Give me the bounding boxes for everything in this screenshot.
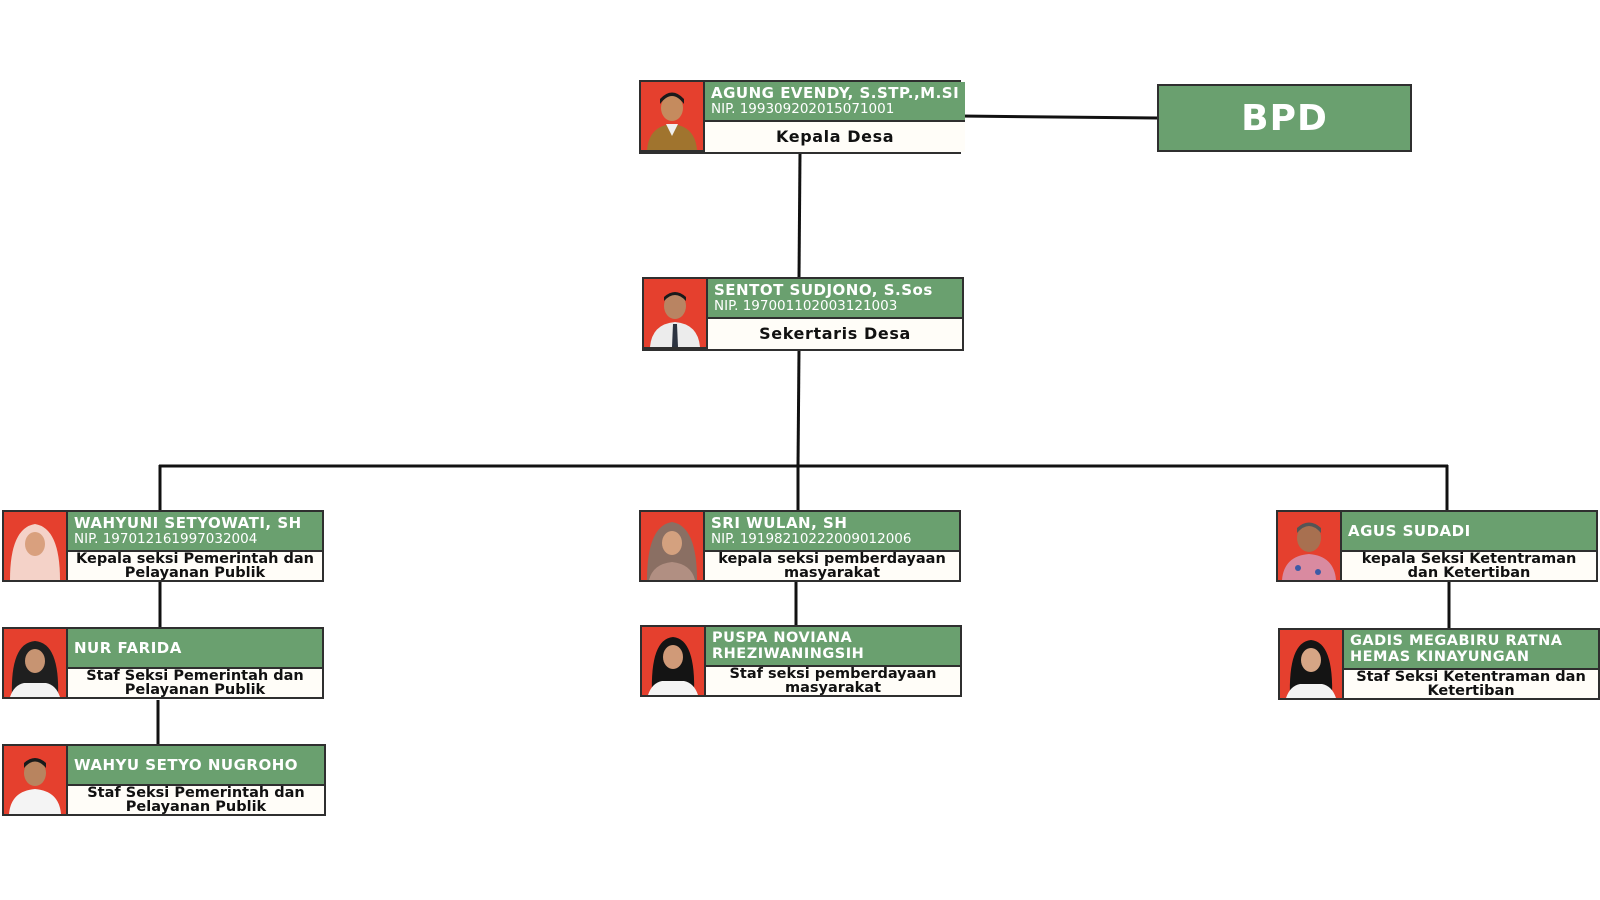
staf-pemerintah-2-name: WAHYU SETYO NUGROHO (74, 756, 299, 774)
kasi-pemerintah-role: Kepala seksi Pemerintah dan Pelayanan Pu… (68, 552, 322, 580)
card-staf-ketentraman: GADIS MEGABIRU RATNA HEMAS KINAYUNGAN St… (1278, 628, 1600, 700)
connector-kepala-bpd (959, 114, 1158, 120)
woman-hijab-portrait-icon (641, 512, 703, 580)
sekretaris-role: Sekertaris Desa (708, 319, 962, 349)
card-staf-pemerintah-2: WAHYU SETYO NUGROHO Staf Seksi Pemerinta… (2, 744, 326, 816)
man-shirt-tie-portrait-icon (644, 279, 706, 347)
staf-pemberdayaan-role: Staf seksi pemberdayaan masyarakat (706, 667, 960, 695)
card-staf-pemerintah-1: NUR FARIDA Staf Seksi Pemerintah dan Pel… (2, 627, 324, 699)
kasi-pemberdayaan-role: kepala seksi pemberdayaan masyarakat (705, 552, 959, 580)
man-uniform-portrait-icon (641, 82, 703, 150)
woman-black-hijab-portrait-icon (642, 627, 704, 695)
woman-hijab-portrait-icon (4, 512, 66, 580)
staf-pemerintah-1-role: Staf Seksi Pemerintah dan Pelayanan Publ… (68, 669, 322, 697)
sekretaris-nip: NIP. 197001102003121003 (714, 298, 898, 314)
staf-pemerintah-2-role: Staf Seksi Pemerintah dan Pelayanan Publ… (68, 786, 324, 814)
kepala-nip: NIP. 199309202015071001 (711, 101, 895, 117)
sekretaris-name: SENTOT SUDJONO, S.Sos (714, 281, 933, 299)
kasi-pemerintah-name: WAHYUNI SETYOWATI, SH (74, 514, 302, 532)
kepala-name: AGUNG EVENDY, S.STP.,M.SI (711, 84, 960, 102)
kasi-pemberdayaan-name: SRI WULAN, SH (711, 514, 848, 532)
staf-ketentraman-name: GADIS MEGABIRU RATNA HEMAS KINAYUNGAN (1350, 633, 1563, 665)
man-white-shirt-portrait-icon (4, 746, 66, 814)
staf-pemerintah-1-name: NUR FARIDA (74, 639, 182, 657)
connector-sekretaris-branch (796, 349, 801, 467)
staf-ketentraman-role: Staf Seksi Ketentraman dan Ketertiban (1344, 670, 1598, 698)
kasi-ketentraman-role: kepala Seksi Ketentraman dan Ketertiban (1342, 552, 1596, 580)
woman-black-hijab-portrait-icon (4, 629, 66, 697)
kasi-ketentraman-name: AGUS SUDADI (1348, 522, 1471, 540)
kasi-pemberdayaan-nip: NIP. 19198210222009012006 (711, 531, 912, 547)
card-staf-pemberdayaan: PUSPA NOVIANA RHEZIWANINGSIH Staf seksi … (640, 625, 962, 697)
card-kasi-ketentraman: AGUS SUDADI kepala Seksi Ketentraman dan… (1276, 510, 1598, 582)
woman-black-hijab-portrait-icon (1280, 630, 1342, 698)
staf-pemberdayaan-name: PUSPA NOVIANA RHEZIWANINGSIH (712, 630, 865, 662)
man-batik-portrait-icon (1278, 512, 1340, 580)
kepala-role: Kepala Desa (705, 122, 966, 152)
kasi-pemerintah-nip: NIP. 197012161997032004 (74, 531, 258, 547)
bpd-label: BPD (1241, 97, 1328, 139)
bpd-box: BPD (1157, 84, 1412, 152)
connector-kepala-sekretaris (797, 152, 802, 279)
